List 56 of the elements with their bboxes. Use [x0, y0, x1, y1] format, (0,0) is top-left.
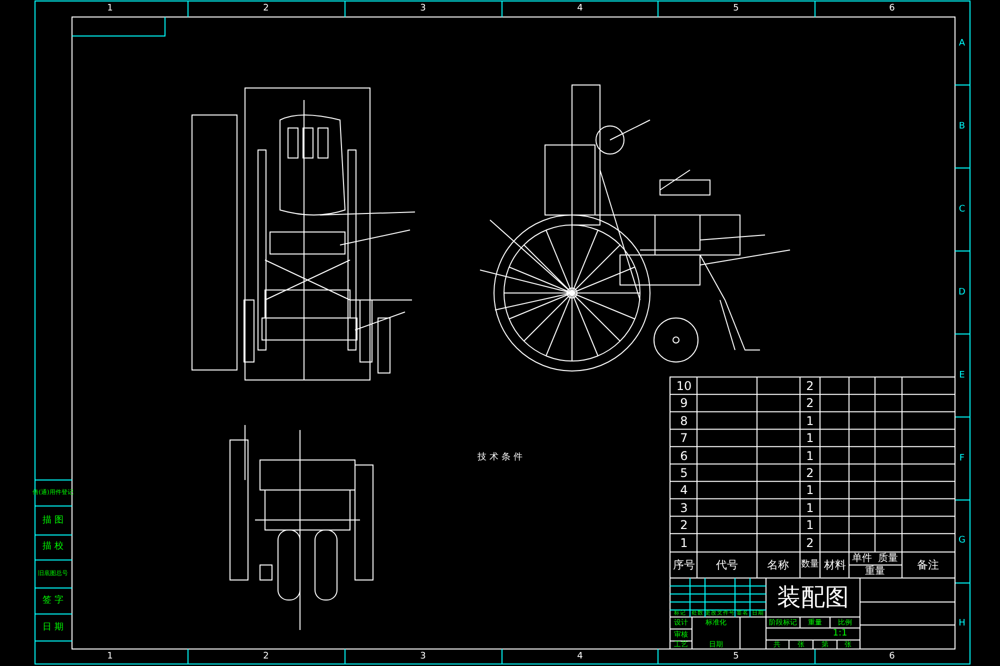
item-number: 1	[680, 536, 688, 549]
zone-number: 2	[263, 4, 269, 14]
column-header: 名称	[767, 560, 789, 570]
quantity: 2	[806, 467, 814, 479]
quantity: 1	[806, 519, 814, 532]
quantity: 1	[806, 502, 814, 514]
zone-letter: F	[959, 454, 965, 464]
item-number: 10	[676, 380, 692, 392]
quantity: 1	[806, 414, 814, 427]
zone-number: 1	[107, 4, 113, 14]
column-header: 单件	[852, 554, 872, 564]
item-number: 6	[680, 450, 688, 462]
notes-heading: 技 术 条 件	[478, 454, 522, 462]
zone-number: 1	[107, 652, 113, 662]
column-header: 序号	[673, 560, 695, 570]
column-header: 质量	[878, 554, 898, 564]
item-number: 2	[680, 519, 688, 532]
column-header: 数量	[801, 560, 819, 570]
zone-letter: G	[958, 536, 966, 546]
zone-number: 2	[263, 652, 269, 662]
item-number: 7	[680, 432, 688, 444]
zone-letter: H	[958, 620, 966, 628]
quantity: 1	[806, 484, 814, 496]
zone-number: 6	[889, 4, 895, 14]
zone-number: 4	[577, 4, 583, 14]
item-number: 9	[680, 397, 688, 410]
quantity: 2	[806, 397, 814, 410]
zone-letter: D	[958, 288, 966, 298]
item-number: 5	[680, 467, 688, 479]
record-field-label: 签 字	[42, 596, 64, 606]
zone-number: 5	[733, 652, 739, 662]
quantity: 1	[806, 450, 814, 462]
scale-value: 1:1	[832, 630, 848, 638]
zone-number: 6	[889, 652, 895, 662]
zone-letter: C	[958, 206, 966, 214]
quantity: 2	[806, 536, 814, 549]
zone-number: 4	[577, 652, 583, 662]
item-number: 8	[680, 414, 688, 427]
record-field-label: 描 图	[42, 516, 64, 526]
quantity: 1	[806, 432, 814, 444]
record-field-label: 描 校	[42, 542, 64, 552]
zone-letter: B	[958, 122, 966, 132]
drawing-title: 装配图	[777, 585, 849, 609]
zone-number: 3	[420, 652, 426, 662]
zone-letter: E	[959, 372, 965, 380]
column-header: 重量	[865, 567, 885, 577]
zone-number: 3	[420, 4, 426, 14]
item-number: 4	[680, 484, 688, 496]
column-header: 代号	[716, 560, 738, 570]
quantity: 2	[806, 380, 814, 392]
column-header: 备注	[917, 560, 939, 570]
zone-number: 5	[733, 4, 739, 14]
column-header: 材料	[824, 560, 846, 570]
zone-letter: A	[958, 40, 966, 48]
record-field-label: 日 期	[42, 624, 64, 632]
item-number: 3	[680, 502, 688, 514]
